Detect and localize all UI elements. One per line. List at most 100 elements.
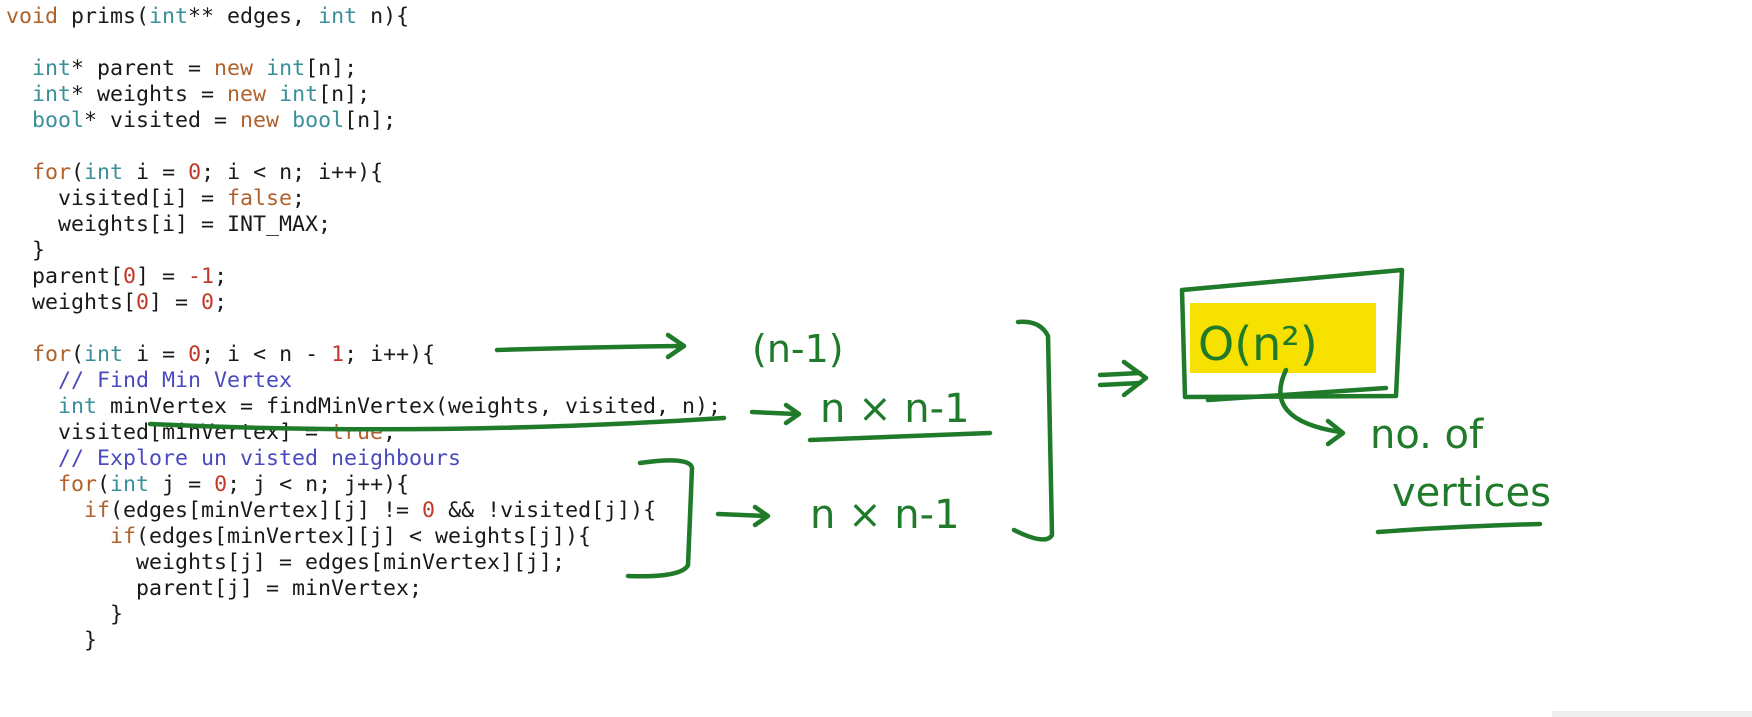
code-number: -1	[188, 264, 215, 289]
code-line: weights[0] = 0;	[6, 290, 721, 316]
code-text: visited[i] =	[6, 186, 228, 211]
code-text: }	[6, 602, 124, 627]
code-line: // Explore un visted neighbours	[6, 446, 721, 472]
code-type: bool	[292, 108, 345, 133]
code-line: int* parent = new int[n];	[6, 56, 721, 82]
code-type: int	[84, 342, 124, 367]
implies-arrow-top	[1097, 370, 1143, 378]
code-line: weights[j] = edges[minVertex][j];	[6, 550, 721, 576]
outer-loop-annotation: (n-1)	[752, 327, 844, 371]
code-type: int	[266, 56, 306, 81]
code-keyword: for	[32, 160, 72, 185]
code-line: parent[0] = -1;	[6, 264, 721, 290]
code-line: // Find Min Vertex	[6, 368, 721, 394]
code-text: [n];	[318, 82, 371, 107]
code-text: ;	[292, 186, 306, 211]
result-box	[1179, 267, 1405, 400]
code-text: parent[	[6, 264, 124, 289]
code-text: minVertex = findMinVertex(weights, visit…	[97, 394, 722, 419]
code-listing: void prims(int** edges, int n){ int* par…	[6, 4, 721, 654]
code-line: }	[6, 238, 721, 264]
code-keyword: for	[58, 472, 98, 497]
code-type: int	[318, 4, 358, 29]
code-text: ; i++){	[344, 342, 436, 367]
code-text: j =	[149, 472, 215, 497]
code-line: if(edges[minVertex][j] != 0 && !visited[…	[6, 498, 721, 524]
code-line: int minVertex = findMinVertex(weights, v…	[6, 394, 721, 420]
code-line: parent[j] = minVertex;	[6, 576, 721, 602]
code-text: weights[	[6, 290, 137, 315]
find-min-arrow	[749, 409, 799, 417]
code-line: bool* visited = new bool[n];	[6, 108, 721, 134]
code-keyword: for	[32, 342, 72, 367]
outer-loop-arrow	[494, 343, 685, 353]
code-number: 0	[214, 472, 228, 497]
code-text: ;	[214, 264, 228, 289]
code-line: }	[6, 602, 721, 628]
total-bracket	[1011, 319, 1055, 542]
code-type: int	[84, 160, 124, 185]
code-text: }	[6, 628, 98, 653]
code-text: [n];	[305, 56, 358, 81]
code-text: * parent =	[71, 56, 215, 81]
code-text: ;	[214, 290, 228, 315]
code-comment: // Explore un visted neighbours	[6, 446, 462, 471]
code-text: * visited =	[84, 108, 241, 133]
code-type: bool	[32, 108, 85, 133]
code-text: weights[j] = edges[minVertex][j];	[6, 550, 566, 575]
code-text: ;	[383, 420, 397, 445]
note-arrowhead	[1325, 418, 1346, 447]
code-text: && !visited[j]){	[435, 498, 657, 523]
code-line: }	[6, 628, 721, 654]
inner-loop-bracket	[625, 458, 695, 579]
code-text: ; i < n -	[201, 342, 332, 367]
inner-loop-annotation: n × n-1	[810, 492, 960, 538]
code-number: 0	[422, 498, 436, 523]
implies-arrow-bottom	[1097, 380, 1143, 388]
find-min-underline	[147, 415, 727, 432]
note-arrow	[1278, 367, 1343, 435]
outer-loop-arrowhead	[665, 332, 687, 360]
find-min-annotation-underline	[807, 430, 993, 443]
note-underline	[1375, 521, 1543, 535]
code-keyword: new	[227, 82, 267, 107]
code-type: int	[149, 4, 189, 29]
code-number: 0	[136, 290, 150, 315]
code-number: 0	[188, 342, 202, 367]
code-keyword: if	[110, 524, 137, 549]
code-line: for(int i = 0; i < n; i++){	[6, 160, 721, 186]
result-box-underline	[1205, 385, 1389, 403]
code-text: ; i < n; i++){	[201, 160, 384, 185]
code-text: parent[j] = minVertex;	[6, 576, 423, 601]
code-text: * weights =	[71, 82, 228, 107]
code-keyword: new	[240, 108, 280, 133]
implies-arrowhead	[1121, 359, 1149, 398]
find-min-annotation: n × n-1	[820, 386, 970, 432]
code-number: 1	[331, 342, 345, 367]
code-line: for(int i = 0; i < n - 1; i++){	[6, 342, 721, 368]
code-keyword: false	[227, 186, 293, 211]
code-line: if(edges[minVertex][j] < weights[j]){	[6, 524, 721, 550]
code-text: ] =	[136, 264, 189, 289]
code-keyword: true	[331, 420, 384, 445]
code-keyword: void	[6, 4, 59, 29]
code-text: (	[71, 342, 85, 367]
result-highlight	[1190, 303, 1376, 373]
code-text: prims(	[58, 4, 150, 29]
code-type: int	[32, 82, 72, 107]
code-text: i =	[123, 342, 189, 367]
inner-loop-arrow	[715, 511, 768, 519]
code-text: }	[6, 238, 46, 263]
code-type: int	[110, 472, 150, 497]
code-text: (	[71, 160, 85, 185]
code-text: (	[97, 472, 111, 497]
code-text: weights[i] = INT_MAX;	[6, 212, 332, 237]
code-text: (edges[minVertex][j] !=	[110, 498, 423, 523]
code-text: n){	[357, 4, 410, 29]
inner-loop-arrowhead	[752, 504, 771, 528]
code-type: int	[58, 394, 98, 419]
find-min-arrowhead	[783, 402, 802, 426]
note-line1: no. of	[1370, 412, 1484, 458]
code-text: ] =	[149, 290, 202, 315]
